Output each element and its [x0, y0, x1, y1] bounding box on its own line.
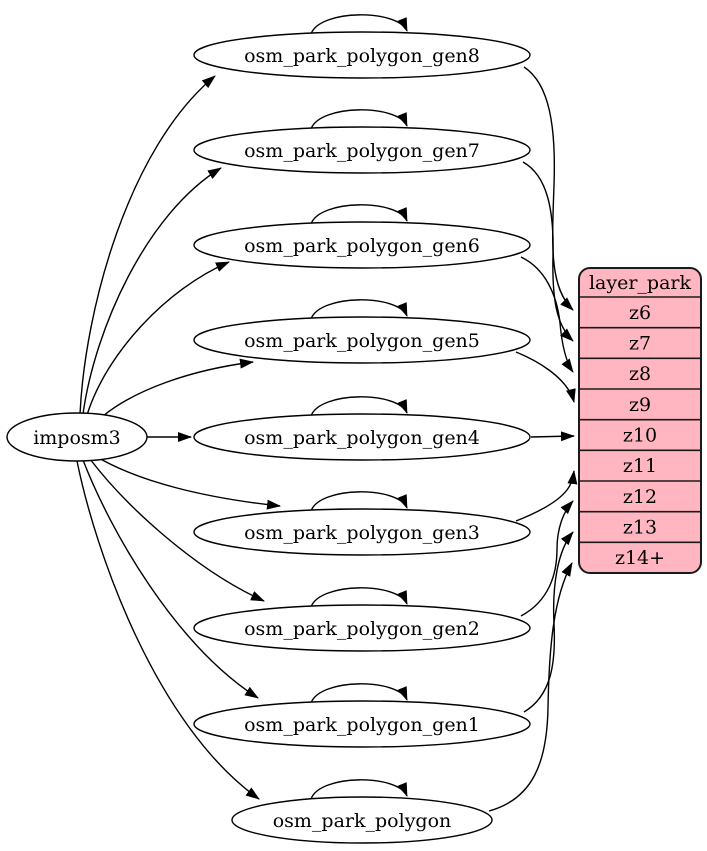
gen2-label: osm_park_polygon_gen2: [244, 618, 480, 640]
gen2-ellipse: [193, 604, 531, 652]
gen7-label: osm_park_polygon_gen7: [244, 140, 480, 162]
gen6-label: osm_park_polygon_gen6: [244, 235, 480, 257]
gen7-ellipse: [193, 126, 531, 174]
gen5-label: osm_park_polygon_gen5: [244, 330, 480, 352]
edge-imposm3-to-polygon: [76, 460, 260, 800]
table-row-z6: z6: [629, 302, 651, 324]
gen3-ellipse: [193, 508, 531, 556]
edge-imposm3-to-gen5: [102, 358, 254, 417]
edges-from-source: [76, 75, 281, 800]
imposm3-label: imposm3: [33, 427, 121, 449]
self-loop-gen5: [310, 299, 408, 320]
node-osm-park-polygon: osm_park_polygon: [231, 796, 493, 844]
layer-park-title: layer_park: [589, 272, 692, 294]
table-layer-park: layer_park z6 z7 z8 z9 z10 z11 z12 z13 z…: [578, 267, 702, 574]
gen8-ellipse: [193, 31, 531, 79]
edge-gen5-to-z9: [515, 351, 576, 403]
gen5-ellipse: [193, 316, 531, 364]
edge-imposm3-to-gen7: [82, 167, 222, 415]
node-osm-park-polygon-gen7: osm_park_polygon_gen7: [193, 126, 531, 174]
self-loop-polygon: [310, 779, 408, 800]
self-loops: [310, 14, 408, 800]
node-osm-park-polygon-gen8: osm_park_polygon_gen8: [193, 31, 531, 79]
edge-imposm3-to-gen3: [96, 456, 281, 510]
node-imposm3: imposm3: [6, 412, 148, 462]
table-row-z14: z14+: [615, 547, 665, 569]
node-osm-park-polygon-gen1: osm_park_polygon_gen1: [193, 700, 531, 748]
self-loop-gen2: [310, 587, 408, 608]
polygon-label: osm_park_polygon: [273, 810, 452, 832]
edge-imposm3-to-gen2: [89, 458, 265, 602]
edge-gen6-to-z8: [520, 256, 574, 373]
polygon-ellipse: [231, 796, 493, 844]
gen8-label: osm_park_polygon_gen8: [244, 45, 480, 67]
gen4-ellipse: [193, 413, 531, 461]
self-loop-gen8: [310, 14, 408, 35]
table-row-z12: z12: [623, 486, 657, 508]
node-osm-park-polygon-gen5: osm_park_polygon_gen5: [193, 316, 531, 364]
edge-gen4-to-z10: [530, 431, 575, 442]
self-loop-gen3: [310, 491, 408, 512]
node-osm-park-polygon-gen6: osm_park_polygon_gen6: [193, 221, 531, 269]
node-osm-park-polygon-gen2: osm_park_polygon_gen2: [193, 604, 531, 652]
table-row-z13: z13: [623, 517, 657, 539]
gen1-ellipse: [193, 700, 531, 748]
gen6-ellipse: [193, 221, 531, 269]
edge-imposm3-to-gen6: [86, 261, 230, 416]
edge-gen2-to-z12: [520, 500, 574, 617]
self-loop-gen4: [310, 396, 408, 417]
imposm3-ellipse: [6, 412, 148, 462]
edge-imposm3-to-gen1: [82, 459, 259, 699]
edge-polygon-to-z14: [488, 562, 573, 812]
self-loop-gen1: [310, 683, 408, 704]
node-osm-park-polygon-gen4: osm_park_polygon_gen4: [193, 413, 531, 461]
gen1-label: osm_park_polygon_gen1: [244, 714, 480, 736]
table-row-z11: z11: [623, 455, 657, 477]
table-row-z7: z7: [629, 333, 651, 355]
table-row-z9: z9: [629, 394, 651, 416]
edges-to-layer: [488, 66, 578, 812]
edge-gen7-to-z7: [522, 161, 574, 342]
node-osm-park-polygon-gen3: osm_park_polygon_gen3: [193, 508, 531, 556]
table-row-z8: z8: [629, 363, 651, 385]
edge-imposm3-to-gen8: [79, 75, 216, 415]
gen3-label: osm_park_polygon_gen3: [244, 522, 480, 544]
gen4-label: osm_park_polygon_gen4: [244, 427, 480, 449]
self-loop-gen7: [310, 109, 408, 130]
edge-gen3-to-z11: [515, 470, 578, 522]
edge-gen8-to-z6: [523, 66, 574, 311]
self-loop-gen6: [310, 204, 408, 225]
table-row-z10: z10: [623, 425, 657, 447]
